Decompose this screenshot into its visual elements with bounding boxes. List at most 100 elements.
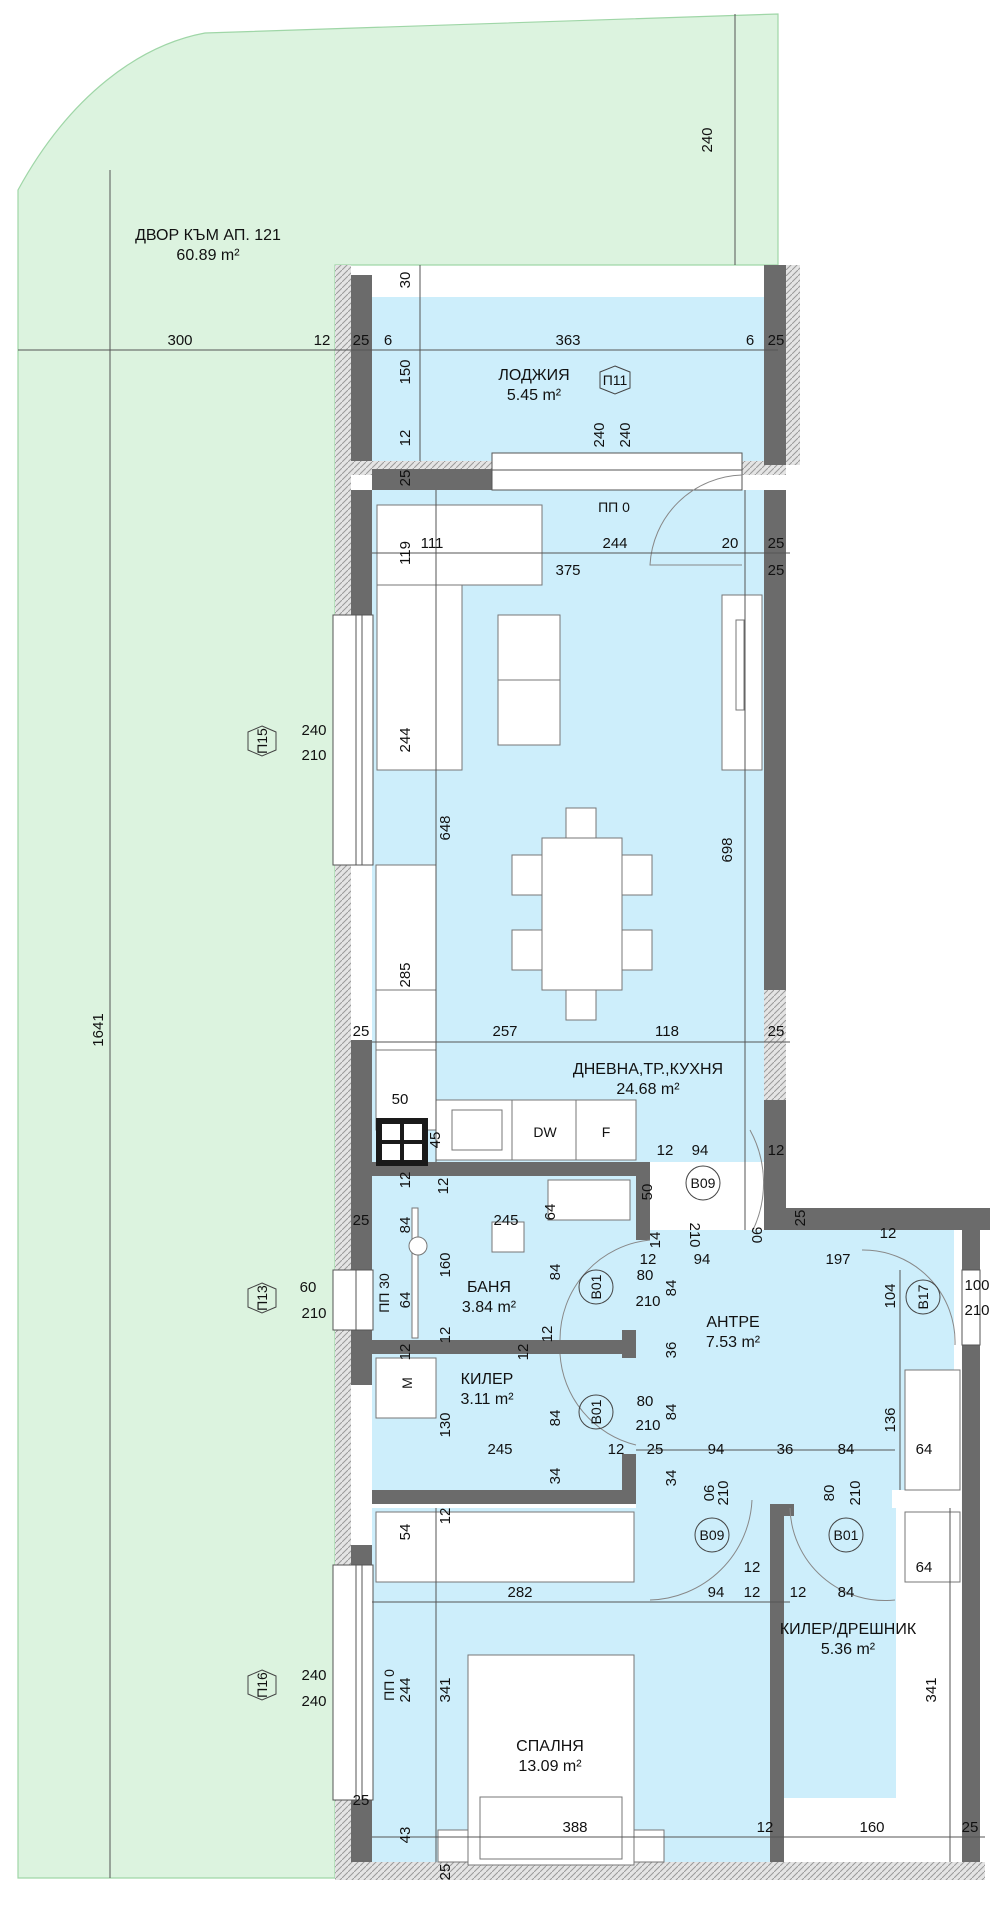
dim-375: 375 (555, 562, 580, 579)
window-b17 (961, 1269, 981, 1346)
dim-25a: 25 (353, 332, 370, 349)
dim-111: 111 (421, 535, 444, 552)
door-swing-b17 (861, 1249, 956, 1346)
dim-84g: 84 (838, 1584, 855, 1601)
dim-84d: 84 (547, 1410, 564, 1427)
dim-p15-w: 240 (301, 722, 326, 739)
wall-loggia-left (351, 275, 372, 461)
dim-25k: 25 (353, 1792, 370, 1809)
dim-12a: 12 (314, 332, 331, 349)
dim-94a: 94 (692, 1142, 709, 1159)
closet-floor (784, 1508, 896, 1798)
dim-25j: 25 (647, 1441, 664, 1458)
dim-388: 388 (562, 1819, 587, 1836)
appliance-dw: DW (533, 1124, 557, 1140)
dim-363: 363 (555, 332, 580, 349)
bath-toilet (491, 1221, 525, 1253)
hall-floor (636, 1230, 954, 1490)
dim-240a: 240 (591, 422, 608, 447)
door-swing-b01-closet (789, 1507, 896, 1602)
dim-25l: 25 (962, 1819, 979, 1836)
bath-area: 3.84 m² (462, 1299, 517, 1316)
wall-top-left (372, 469, 492, 490)
dim-12n: 12 (437, 1508, 454, 1525)
dim-648: 648 (437, 815, 454, 840)
tag-circle-b01c (828, 1517, 864, 1553)
hall-area: 7.53 m² (706, 1334, 761, 1351)
insulation-loggia-right (786, 265, 800, 465)
dim-84e: 84 (663, 1404, 680, 1421)
dim-25f: 25 (353, 1023, 370, 1040)
dim-6b: 6 (746, 332, 754, 349)
pantry-area: 3.11 m² (460, 1391, 514, 1408)
tag-b09b: B09 (700, 1527, 725, 1543)
wall-hall-top (786, 1208, 990, 1230)
dim-12l: 12 (515, 1344, 532, 1361)
loggia-name: ЛОДЖИЯ (498, 367, 569, 384)
dim-100: 100 (964, 1277, 989, 1294)
dim-341b: 341 (923, 1677, 940, 1702)
dim-90a: 90 (748, 1227, 765, 1244)
tag-b09a: B09 (691, 1175, 716, 1191)
dim-64c: 64 (916, 1441, 933, 1458)
label-pp30: ПП 30 (376, 1273, 392, 1313)
dim-12c: 12 (657, 1142, 674, 1159)
tag-p11: П11 (603, 372, 628, 388)
dim-84b: 84 (547, 1264, 564, 1281)
loggia-area: 5.45 m² (507, 387, 562, 404)
tag-hex-p11 (599, 365, 631, 395)
tag-p13: П13 (254, 1285, 270, 1311)
dim-25m: 25 (437, 1864, 454, 1881)
door-swing-b01-bath (559, 1239, 651, 1341)
wall-kitchen-bath (372, 1162, 636, 1176)
dim-64a: 64 (542, 1204, 559, 1221)
dim-14: 14 (647, 1232, 664, 1249)
dim-136: 136 (882, 1407, 899, 1432)
dim-25b: 25 (768, 332, 785, 349)
door-loggia (491, 452, 743, 491)
wall-left-4 (351, 1545, 372, 1565)
tag-b01a: B01 (588, 1274, 604, 1299)
tag-circle-b01b (578, 1394, 614, 1430)
dim-25h: 25 (353, 1212, 370, 1229)
door-swing-b09-upper (749, 1129, 765, 1233)
pantry-shelf (375, 1357, 437, 1419)
dim-54: 54 (397, 1524, 414, 1541)
wall-loggia-right (764, 265, 786, 465)
tag-hex-p15 (247, 725, 277, 757)
dim-80b: 80 (637, 1393, 654, 1410)
dim-25c: 25 (397, 470, 414, 487)
dim-160a: 160 (437, 1252, 454, 1277)
dim-210e: 210 (715, 1480, 732, 1505)
dim-43: 43 (397, 1827, 414, 1844)
tag-hex-p13 (247, 1282, 277, 1314)
dim-698: 698 (719, 837, 736, 862)
dim-12r: 12 (757, 1819, 774, 1836)
dim-80a: 80 (637, 1267, 654, 1284)
bath-washbasin (547, 1179, 631, 1221)
bedroom-name: СПАЛНЯ (516, 1738, 584, 1755)
dim-64d: 64 (916, 1559, 933, 1576)
tag-p16: П16 (254, 1672, 270, 1698)
tag-p15: П15 (254, 728, 270, 754)
dim-p16-w: 240 (301, 1667, 326, 1684)
dim-130: 130 (437, 1412, 454, 1437)
dim-25g: 25 (768, 1023, 785, 1040)
closet-name: КИЛЕР/ДРЕШНИК (780, 1621, 917, 1638)
living-area: 24.68 m² (616, 1081, 680, 1098)
insulation-bottom (335, 1862, 985, 1880)
wall-left-3 (351, 1330, 372, 1385)
dim-12h: 12 (880, 1225, 897, 1242)
wall-bath-pantry (372, 1340, 636, 1354)
dim-341a: 341 (437, 1677, 454, 1702)
dim-285: 285 (397, 962, 414, 987)
dim-240b: 240 (617, 422, 634, 447)
wall-pantry-bottom (372, 1490, 636, 1504)
dim-210b: 210 (635, 1293, 660, 1310)
appliance-f: F (602, 1124, 611, 1140)
dim-20: 20 (722, 535, 739, 552)
dim-150: 150 (397, 359, 414, 384)
dim-197: 197 (825, 1251, 850, 1268)
pantry-name: КИЛЕР (461, 1371, 514, 1388)
wall-right-2 (764, 1100, 786, 1230)
